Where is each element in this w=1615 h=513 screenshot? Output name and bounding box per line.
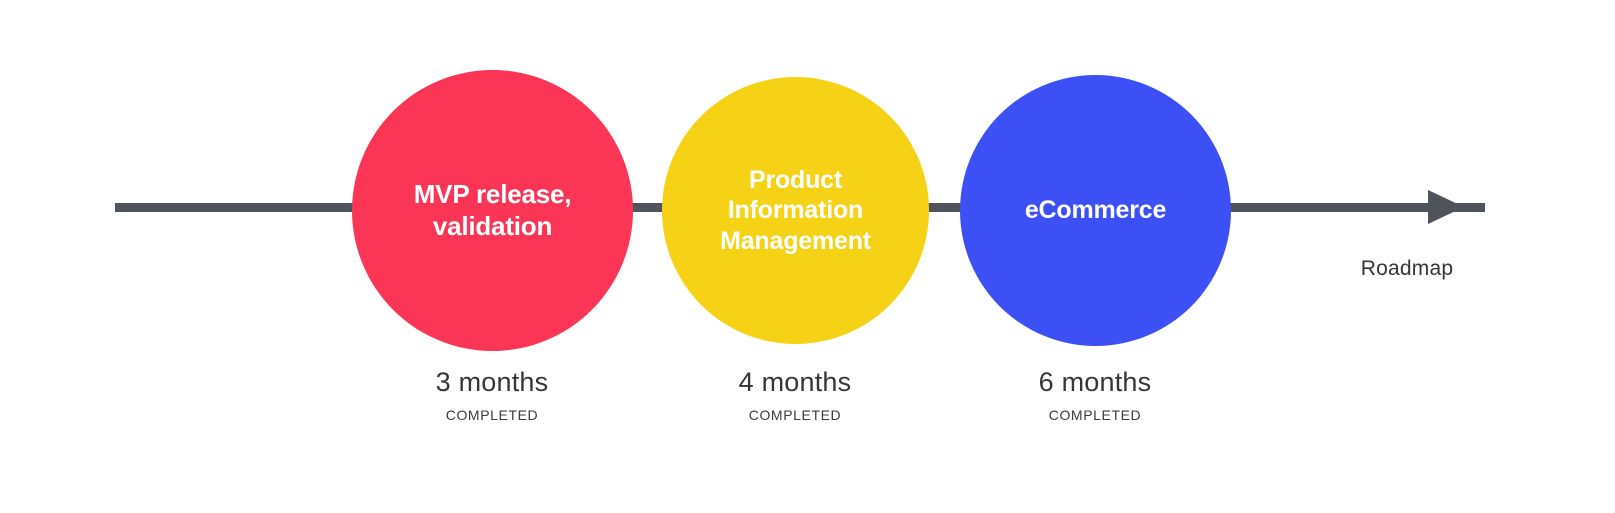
milestone-status-badge: COMPLETED	[1048, 406, 1142, 423]
milestone-status-badge: COMPLETED	[445, 406, 539, 423]
milestone-label: Product Information Management	[720, 165, 871, 255]
milestone-caption: 3 months COMPLETED	[362, 367, 622, 423]
milestone-status-badge: COMPLETED	[748, 406, 842, 423]
timeline-axis-label: Roadmap	[1360, 257, 1454, 280]
milestone-duration: 6 months	[1038, 367, 1152, 397]
milestone-label: eCommerce	[1024, 196, 1167, 225]
milestone-caption: 4 months COMPLETED	[665, 367, 925, 423]
timeline-arrow-icon	[1428, 190, 1464, 224]
milestone-label: MVP release, validation	[413, 178, 572, 241]
milestone-node-product-information-management[interactable]: Product Information Management	[662, 77, 929, 344]
milestone-duration: 3 months	[435, 367, 549, 397]
milestone-node-ecommerce[interactable]: eCommerce	[960, 75, 1231, 346]
milestone-caption: 6 months COMPLETED	[965, 367, 1225, 423]
milestone-node-mvp-release[interactable]: MVP release, validation	[352, 70, 633, 351]
milestone-duration: 4 months	[738, 367, 852, 397]
